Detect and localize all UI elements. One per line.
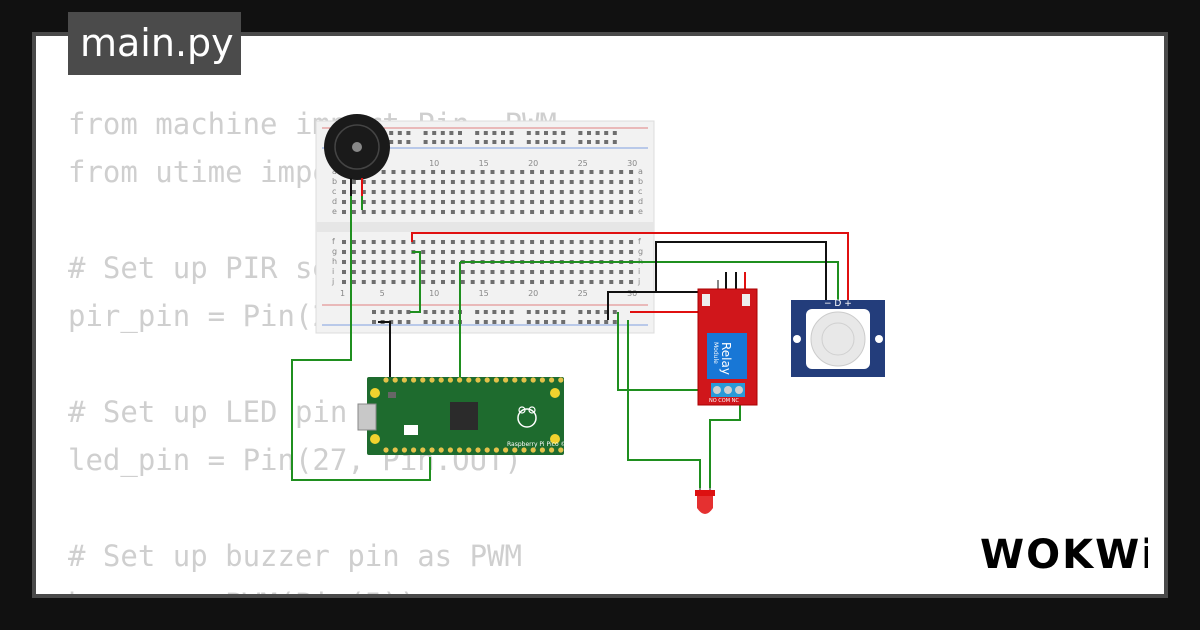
row-letter: d — [638, 197, 643, 206]
row-letter: i — [332, 267, 334, 276]
row-letter: e — [638, 207, 643, 216]
column-number: 1 — [340, 289, 345, 298]
row-letter: a — [332, 167, 337, 176]
column-number: 10 — [429, 289, 439, 298]
relay-module[interactable]: Relay Module NO COM NC — [697, 288, 758, 406]
relay-sub-label: Module — [712, 342, 719, 364]
row-letter: c — [638, 187, 642, 196]
code-line[interactable]: # Set up LED pin — [68, 395, 348, 429]
code-line[interactable]: # Set up buzzer pin as PWM — [68, 539, 522, 573]
pir-sensor[interactable]: − D + — [791, 299, 885, 377]
pico-board[interactable]: Raspberry Pi Pico ©2020 — [357, 377, 582, 455]
column-number: 25 — [578, 289, 588, 298]
file-tab[interactable]: main.py — [68, 12, 241, 75]
relay-terminal-labels: NO COM NC — [709, 398, 739, 404]
svg-text:WOKWi: WOKWi — [980, 532, 1148, 576]
row-letter: j — [637, 277, 640, 286]
row-letter: f — [332, 237, 335, 246]
row-letter: i — [638, 267, 640, 276]
column-number: 20 — [528, 289, 538, 298]
row-letter: g — [638, 247, 643, 256]
column-number: 15 — [479, 159, 489, 168]
pir-pin-labels: − D + — [824, 299, 852, 309]
column-number: 30 — [627, 159, 637, 168]
row-letter: e — [332, 207, 337, 216]
row-letter: b — [638, 177, 643, 186]
column-number: 5 — [380, 289, 385, 298]
pico-label: Raspberry Pi Pico ©2020 — [507, 441, 582, 448]
wires — [291, 196, 849, 488]
led[interactable] — [695, 488, 715, 514]
row-letter: g — [332, 247, 337, 256]
row-letter: a — [638, 167, 643, 176]
column-number: 10 — [429, 159, 439, 168]
row-letter: d — [332, 197, 337, 206]
row-letter: f — [638, 237, 641, 246]
row-letter: j — [331, 277, 334, 286]
column-number: 30 — [627, 289, 637, 298]
column-number: 15 — [479, 289, 489, 298]
wokwi-logo: WOKWi — [980, 532, 1148, 576]
column-number: 20 — [528, 159, 538, 168]
buzzer[interactable] — [324, 114, 390, 196]
row-letter: b — [332, 177, 337, 186]
row-letter: c — [332, 187, 336, 196]
column-number: 25 — [578, 159, 588, 168]
raspberry-logo-icon — [517, 406, 537, 428]
relay-label: Relay — [719, 342, 733, 375]
code-line[interactable]: buzzer = PWM(Pin(5)) — [68, 580, 557, 594]
row-letter: h — [332, 257, 337, 266]
